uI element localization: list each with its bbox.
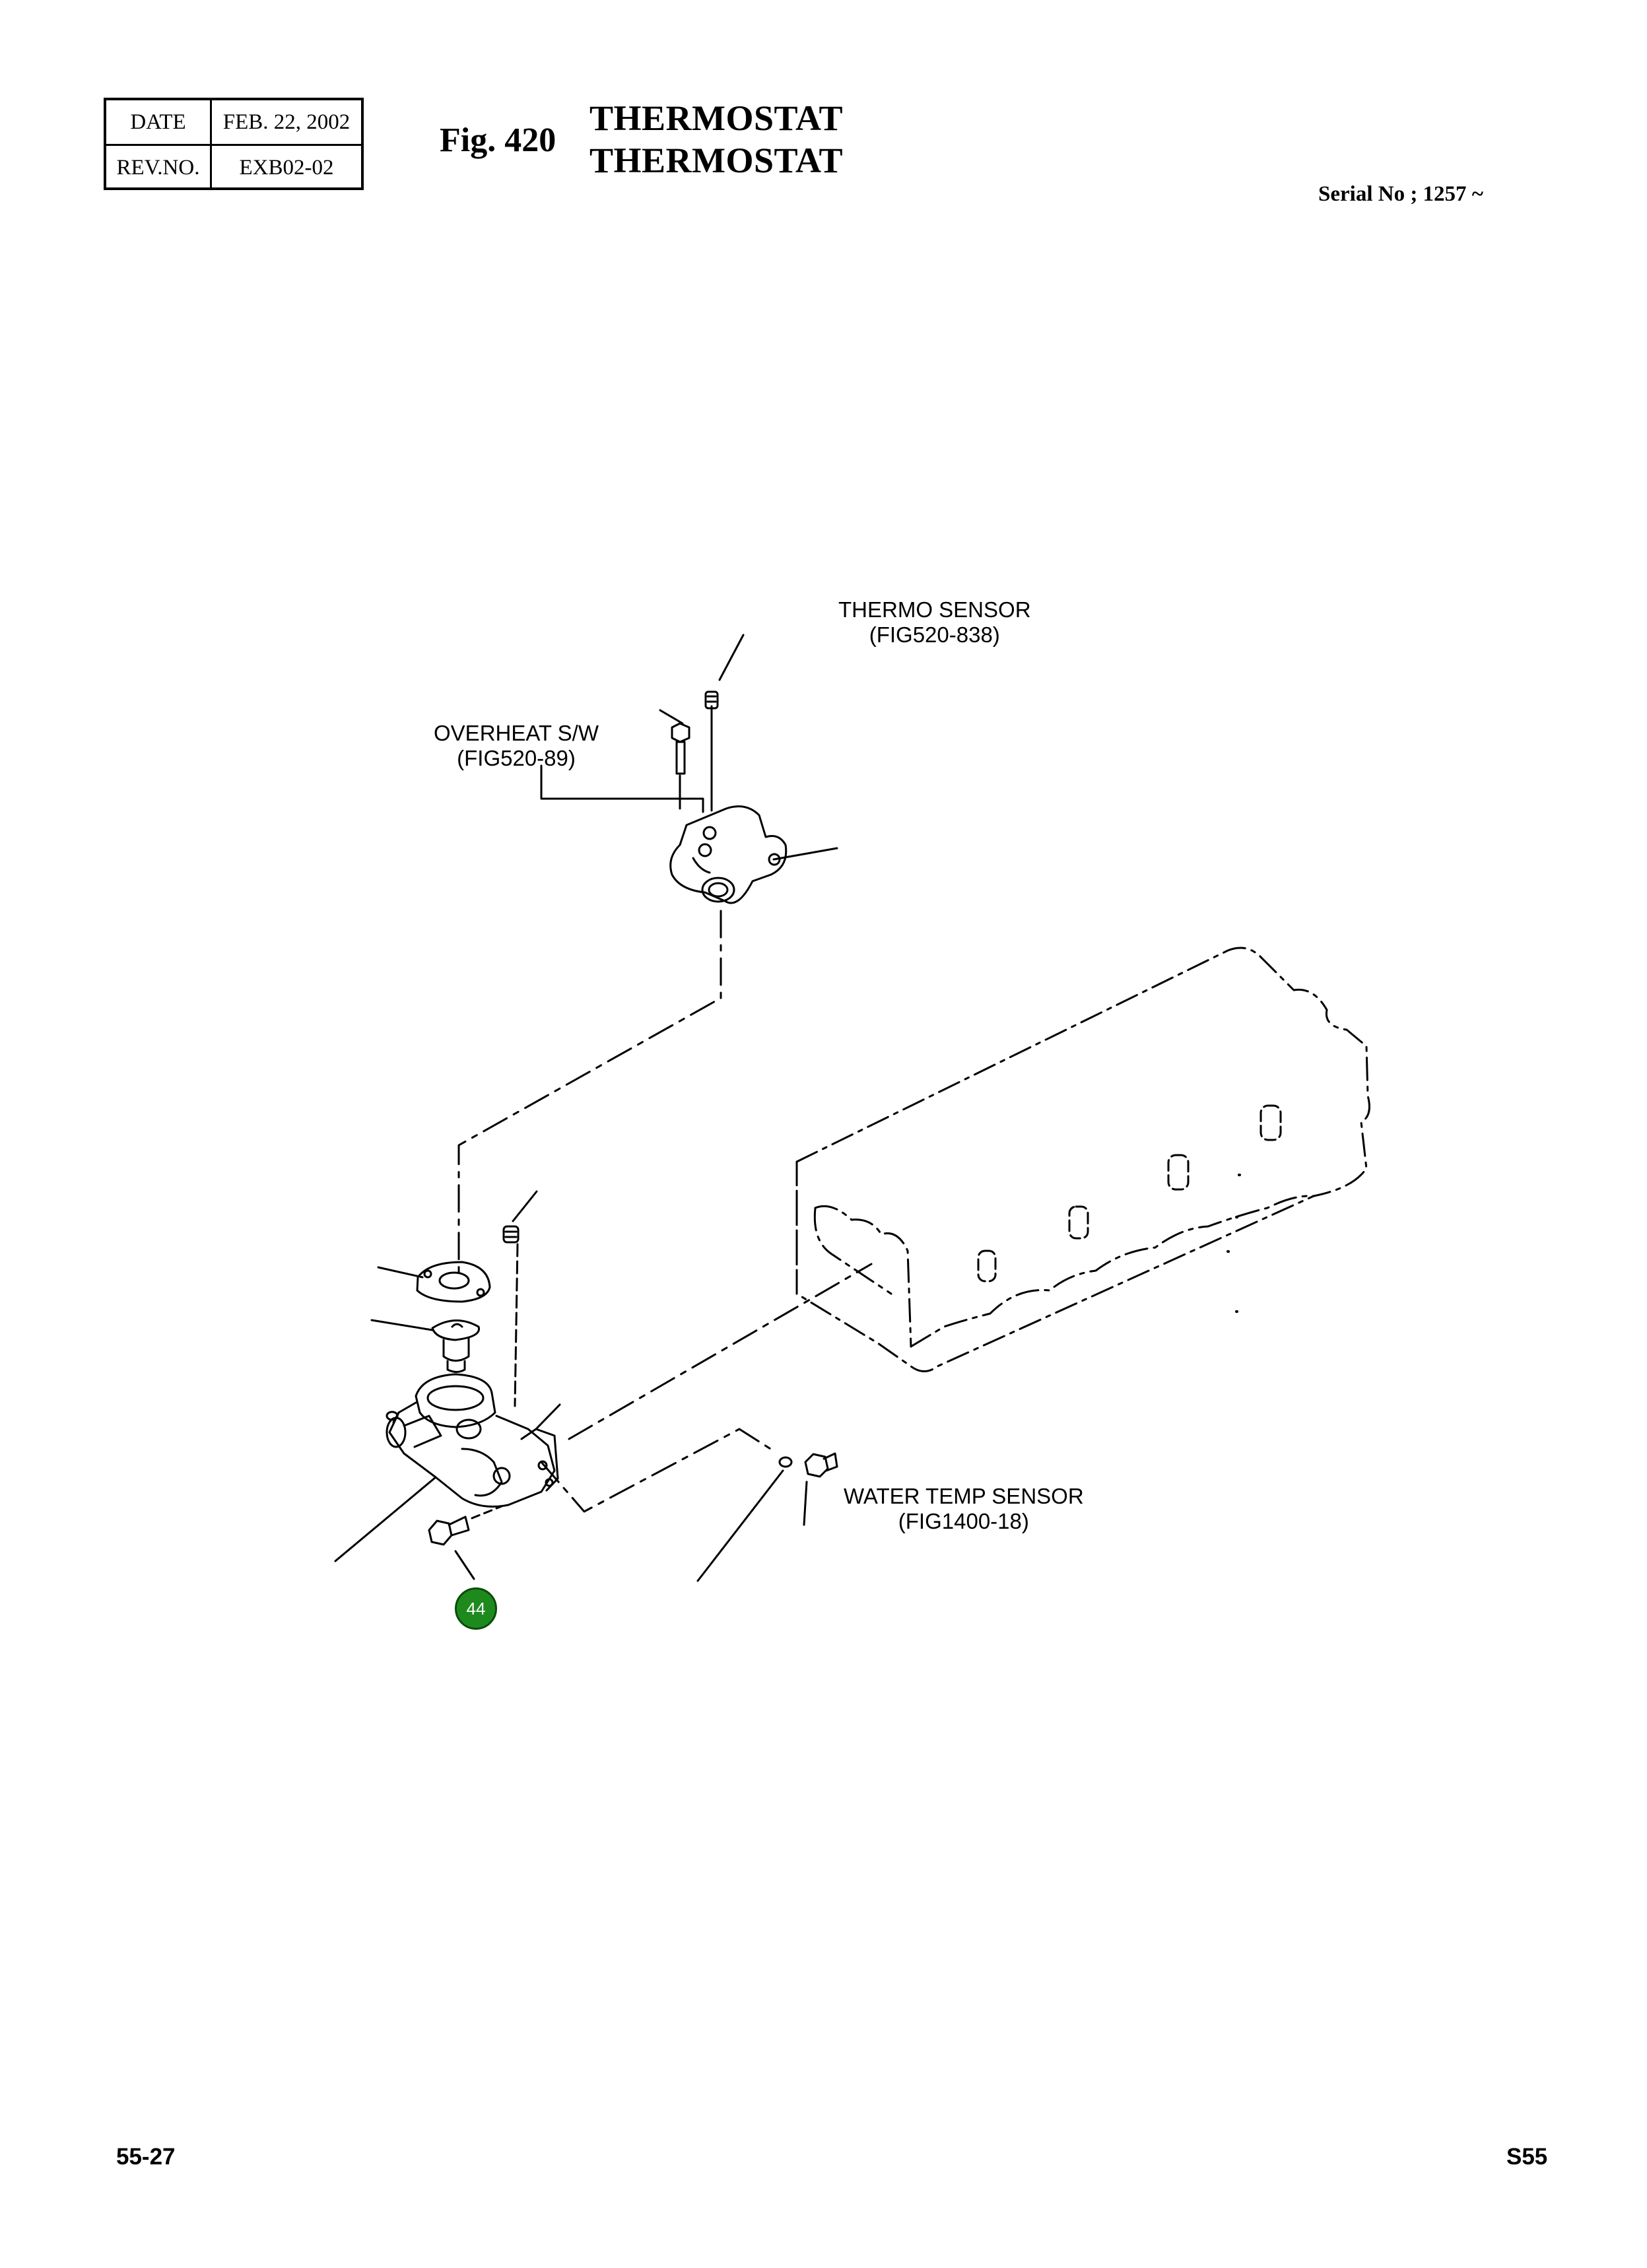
- page-number-left: 55-27: [116, 2144, 176, 2170]
- page-subtitle: THERMOSTAT: [589, 141, 844, 180]
- thermostat-housing: [386, 1373, 559, 1508]
- thermo-sensor-ref: (FIG520-838): [869, 622, 1000, 647]
- rev-value: EXB02-02: [239, 155, 334, 180]
- plug-bolt-axis: [514, 1243, 519, 1407]
- overheat-switch-ref: (FIG520-89): [457, 746, 576, 770]
- date-value: FEB. 22, 2002: [222, 110, 351, 134]
- water-temp-washer: [778, 1456, 793, 1468]
- rev-row: REV.NO. EXB02-02: [106, 144, 361, 189]
- leader-lines-top: [540, 634, 838, 861]
- housing-bolt-axis: [471, 1505, 503, 1519]
- water-temp-sensor-label: WATER TEMP SENSOR (FIG1400-18): [844, 1484, 1084, 1534]
- thermostat-valve: [431, 1319, 481, 1373]
- date-row: DATE FEB. 22, 2002: [106, 100, 361, 144]
- water-temp-leaders: [696, 1469, 808, 1582]
- overheat-switch-part: [671, 722, 690, 775]
- cylinder-head-outline: [795, 947, 1370, 1372]
- part-callout-44[interactable]: 44: [455, 1587, 497, 1630]
- page-number-right: S55: [1506, 2144, 1548, 2170]
- housing-bolt: [428, 1516, 470, 1546]
- revision-table: DATE FEB. 22, 2002 REV.NO. EXB02-02: [104, 98, 364, 190]
- gasket: [416, 1261, 491, 1303]
- date-label: DATE: [106, 100, 212, 144]
- cylinder-head-dots: [1227, 1174, 1241, 1313]
- plug-bolt-leader: [512, 1190, 538, 1222]
- housing-bolt-leader: [454, 1550, 475, 1580]
- water-temp-sensor-ref: (FIG1400-18): [898, 1509, 1029, 1533]
- assembly-centerline: [457, 910, 873, 1513]
- gasket-leader: [377, 1266, 424, 1279]
- rev-label: REV.NO.: [106, 146, 212, 189]
- figure-number: Fig. 420: [440, 121, 556, 159]
- thermostat-valve-leader: [370, 1319, 434, 1331]
- serial-number: Serial No ; 1257 ~: [1318, 182, 1483, 206]
- cylinder-head-ports: [977, 1104, 1282, 1283]
- housing-leaders: [334, 1403, 561, 1562]
- overheat-switch-name: OVERHEAT S/W: [434, 721, 599, 745]
- thermo-sensor-label: THERMO SENSOR (FIG520-838): [838, 597, 1031, 648]
- overheat-switch-label: OVERHEAT S/W (FIG520-89): [434, 721, 599, 771]
- page-title: THERMOSTAT: [589, 98, 844, 138]
- water-temp-sensor-part: [804, 1452, 838, 1478]
- plug-bolt: [502, 1225, 520, 1244]
- water-temp-sensor-name: WATER TEMP SENSOR: [844, 1484, 1084, 1508]
- thermo-sensor-name: THERMO SENSOR: [838, 597, 1031, 622]
- thermostat-cover: [669, 805, 788, 904]
